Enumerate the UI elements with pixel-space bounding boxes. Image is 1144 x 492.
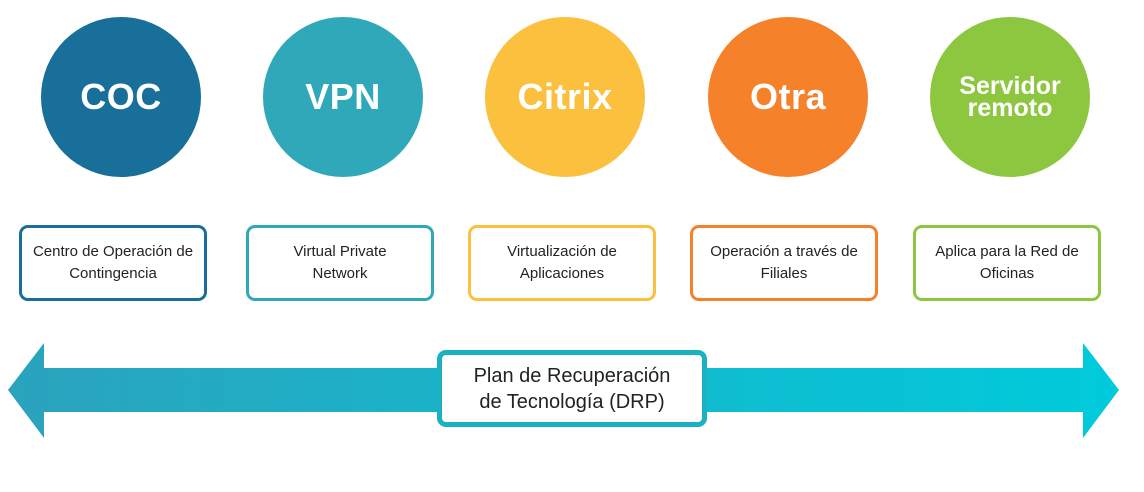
drp-label-box: Plan de Recuperación de Tecnología (DRP)	[437, 350, 707, 427]
desc-text-citrix: Virtualización de Aplicaciones	[507, 243, 617, 282]
desc-text-coc: Centro de Operación de Contingencia	[32, 243, 194, 282]
drp-label: Plan de Recuperación de Tecnología (DRP)	[473, 364, 671, 413]
circle-citrix: Citrix	[485, 17, 645, 177]
circle-vpn: VPN	[263, 17, 423, 177]
desc-box-vpn: Virtual Private Network	[246, 225, 434, 301]
circle-label-vpn: VPN	[305, 76, 381, 117]
desc-box-coc: Centro de Operación de Contingencia	[19, 225, 207, 301]
desc-box-servidor-remoto: Aplica para la Red de Oficinas	[913, 225, 1101, 301]
desc-text-servidor-remoto: Aplica para la Red de Oficinas	[935, 243, 1079, 282]
circle-coc: COC	[41, 17, 201, 177]
circle-label-servidor-remoto: Servidor remoto	[959, 72, 1061, 122]
circle-otra: Otra	[708, 17, 868, 177]
desc-text-vpn: Virtual Private Network	[293, 243, 387, 282]
desc-box-citrix: Virtualización de Aplicaciones	[468, 225, 656, 301]
desc-box-otra: Operación a través de Filiales	[690, 225, 878, 301]
circle-label-citrix: Citrix	[517, 76, 613, 117]
circle-servidor-remoto: Servidor remoto	[930, 17, 1090, 177]
circle-label-otra: Otra	[749, 76, 827, 117]
desc-text-otra: Operación a través de Filiales	[710, 243, 858, 282]
circle-label-coc: COC	[80, 76, 162, 117]
